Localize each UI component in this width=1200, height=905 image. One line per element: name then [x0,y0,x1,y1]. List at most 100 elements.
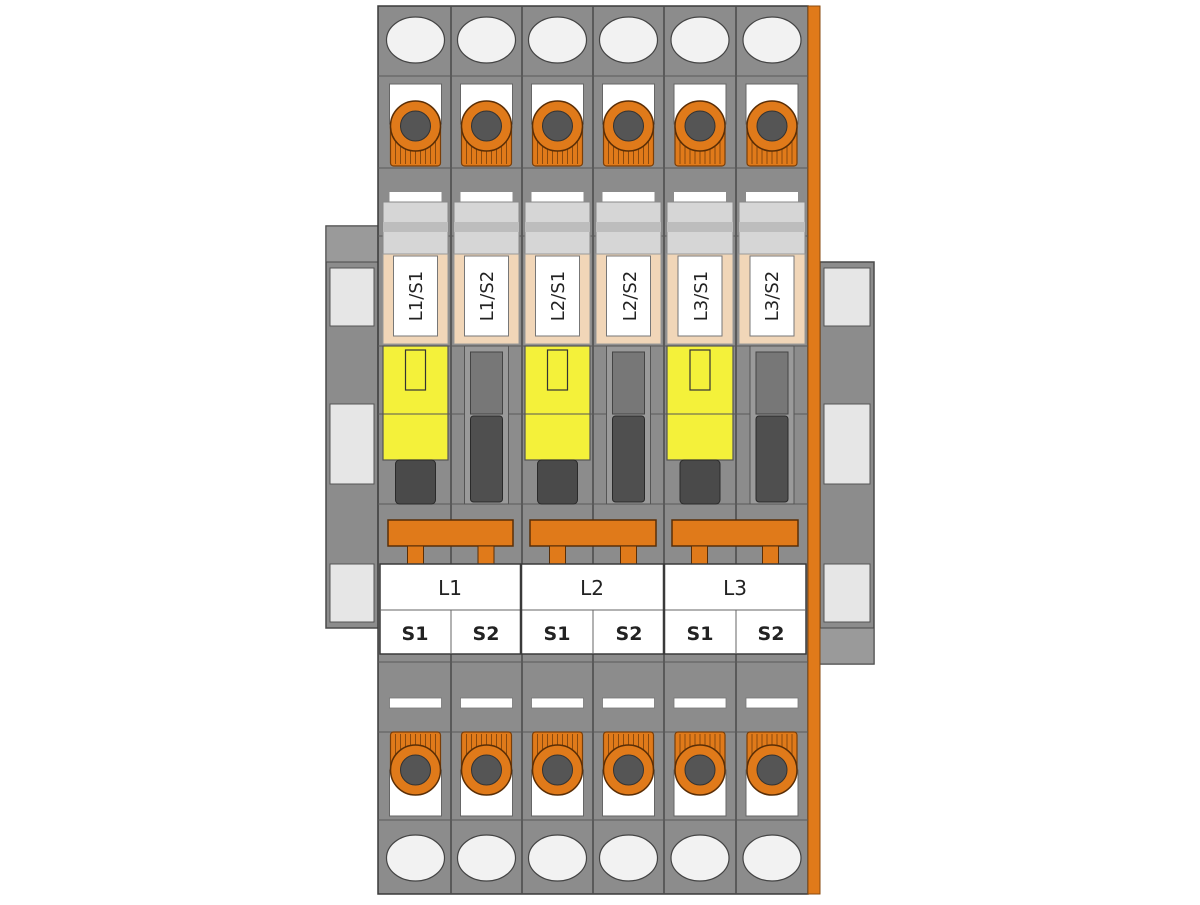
screw-hole [756,110,788,142]
lever-slot [612,351,645,415]
fuse-cap-band [739,222,805,232]
fuse-label-card [535,255,580,337]
bridge-leg [477,545,495,565]
top-tab [531,192,584,202]
screw-hole [400,110,431,142]
orange-side-plate [807,5,821,895]
lever-slot [755,351,789,415]
fuse-lever-yellow [666,345,734,461]
bottom-opening [527,834,588,882]
phase-label-l1: L1 [438,576,462,600]
top-tab [674,192,726,202]
top-screw-terminals [389,83,799,167]
lever-foot [537,459,578,505]
top-tab [460,192,513,202]
top-openings [385,16,802,64]
sub-label: S1 [402,623,429,645]
fuse-lever-dark [755,415,789,503]
fuse-lever-dark [470,415,503,503]
fuse-label: L1/S1 [406,271,427,321]
bottom-opening [385,834,446,882]
bridge-leg [549,545,566,565]
sub-label: S1 [544,623,571,645]
lever-slot [470,351,503,415]
jumper-bridges [387,519,799,565]
fuse-label-card [464,255,509,337]
screw-hole [613,754,644,786]
lower-slot [602,697,655,709]
sub-label: S1 [687,623,714,645]
lower-slots [389,697,799,709]
lever-window [689,349,711,391]
fuse-label: L1/S2 [477,271,498,321]
lever-foot [679,459,721,505]
bottom-opening [742,834,802,882]
fuse-label-card [749,255,795,337]
column-dividers [378,6,808,894]
bridge-leg [691,545,708,565]
top-tab [389,192,442,202]
top-opening [385,16,446,64]
lower-slot [673,697,727,709]
bridge-leg [407,545,424,565]
right-end-bracket [819,261,875,665]
fuse-labels: L1/S1 L1/S2 L2/S1 L2/S2 L3/S1 L3/S2 [406,271,783,321]
screw-hole [471,754,502,786]
left-end-bracket [325,225,383,629]
phase-label-l3: L3 [723,576,747,600]
fuse-lever-yellow [524,345,591,461]
bottom-opening [670,834,730,882]
fuse-label-card [606,255,651,337]
top-opening [527,16,588,64]
bridge-leg [762,545,779,565]
sub-label: S2 [758,623,785,645]
bottom-screw-terminals [389,731,799,817]
top-opening [742,16,802,64]
lever-window [404,349,427,391]
fuse-label: L3/S1 [691,271,712,321]
bottom-opening [456,834,517,882]
top-opening [670,16,730,64]
sub-label: S2 [616,623,643,645]
jumper-bridge [387,519,514,547]
screw-hole [542,754,573,786]
jumper-bridge [671,519,799,547]
marker-strip: L1 L2 L3 S1 S2 S1 S2 S1 S2 [379,563,807,655]
lever-foot [395,459,436,505]
lower-slot [531,697,584,709]
fuse-label-card [677,255,723,337]
phase-label-l2: L2 [580,576,604,600]
top-tab [746,192,798,202]
fuse-cap-band [667,222,733,232]
fuse-cap-band [454,222,519,232]
fuse-label: L2/S1 [548,271,569,321]
lower-slot [745,697,799,709]
screw-hole [400,754,431,786]
lever-window [546,349,569,391]
fuse-cap-band [596,222,661,232]
bottom-openings [385,834,802,882]
screw-hole [613,110,644,142]
fuse-label: L3/S2 [762,271,783,321]
lower-slot [389,697,442,709]
fuse-lever-yellow [382,345,449,461]
top-opening [456,16,517,64]
fuse-holders [382,192,806,505]
screw-hole [542,110,573,142]
top-opening [598,16,659,64]
fuse-cap-band [525,222,590,232]
screw-hole [756,754,788,786]
sub-label: S2 [473,623,500,645]
screw-hole [684,110,716,142]
fuse-label-card [393,255,438,337]
bottom-opening [598,834,659,882]
lower-slot [460,697,513,709]
fuse-lever-dark [612,415,645,503]
bridge-leg [620,545,637,565]
screw-hole [471,110,502,142]
jumper-bridge [529,519,657,547]
screw-hole [684,754,716,786]
fuse-label: L2/S2 [620,271,641,321]
